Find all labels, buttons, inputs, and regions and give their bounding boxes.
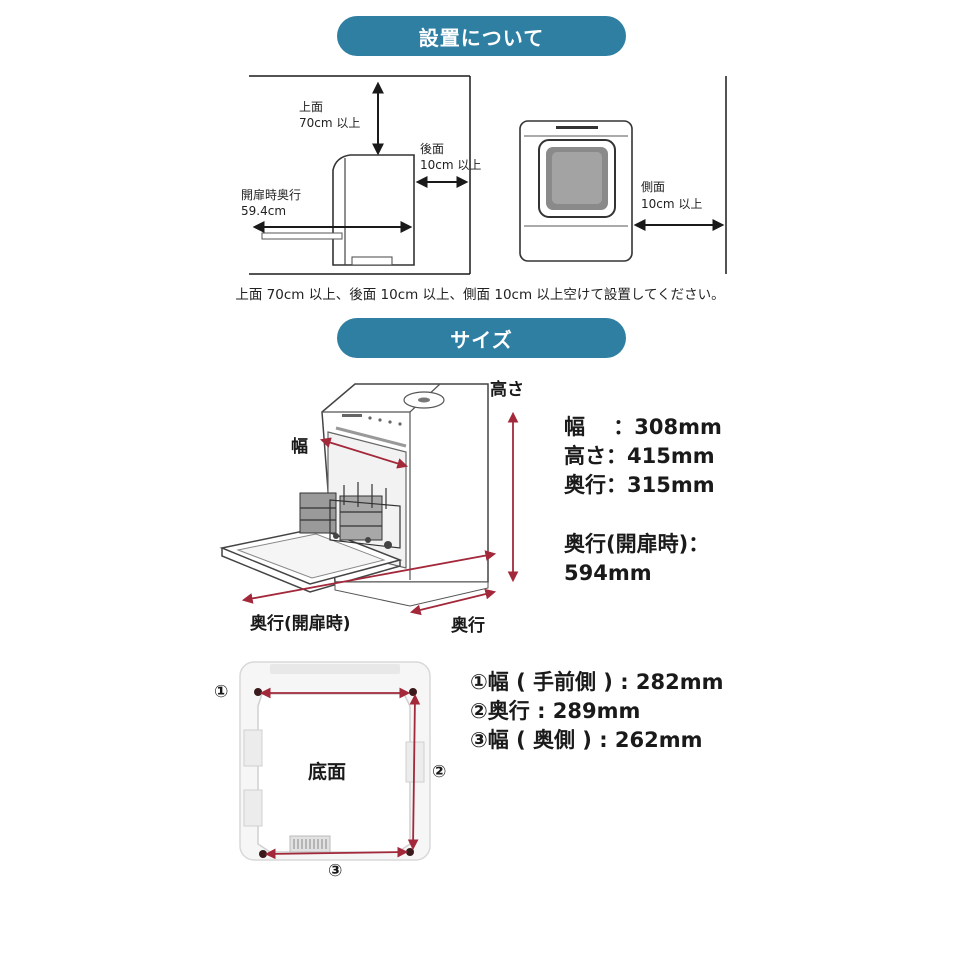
bottom-view-illustration [239,661,431,861]
dishwasher-illustration [219,383,489,607]
bottom-spec-back-width: ③幅 ( 奥側 ) : 262mm [470,728,703,752]
marker-1: ① [214,682,229,702]
bottom-dimension-lines [259,687,421,860]
door-depth-value: 59.4cm [241,204,287,218]
spec-open-depth-label: 奥行(開扉時)： [564,532,710,556]
top-clearance-value: 70cm 以上 [299,116,361,130]
side-clearance-value: 10cm 以上 [641,197,703,211]
section-title-installation: 設置について [337,16,626,56]
spec-depth: 奥行：315mm [564,473,715,497]
width-arrow [319,437,409,469]
spec-height: 高さ：415mm [564,444,715,468]
bottom-spec-depth: ②奥行 : 289mm [470,699,641,723]
bottom-view-label: 底面 [308,761,347,783]
section-title-size: サイズ [337,318,626,358]
side-clearance-label: 側面 [641,180,666,194]
side-view-frame [249,75,471,275]
rear-clearance-value: 10cm 以上 [420,158,482,172]
spec-width: 幅 ：308mm [564,415,722,439]
installation-note: 上面 70cm 以上、後面 10cm 以上、側面 10cm 以上空けて設置してく… [235,287,725,303]
height-label: 高さ [490,380,524,400]
dimension-lines [241,411,519,616]
bottom-depth-arrow [407,693,421,851]
marker-2: ② [432,762,447,782]
spec-open-depth-value: 594mm [564,561,652,585]
rear-clearance-label: 後面 [420,142,445,156]
side-view-appliance [261,154,415,266]
back-width-arrow [264,846,409,860]
front-view-appliance [519,120,633,262]
width-label: 幅 [291,437,308,457]
depth-arrow [409,588,497,616]
bottom-spec-front-width: ①幅 ( 手前側 ) : 282mm [470,670,724,694]
top-clearance-label: 上面 [299,100,324,114]
depth-open-label: 奥行(開扉時) [250,614,351,634]
marker-3: ③ [328,861,343,881]
depth-open-arrow [241,550,497,604]
door-depth-label: 開扉時奥行 [241,188,302,202]
depth-label: 奥行 [451,616,485,636]
